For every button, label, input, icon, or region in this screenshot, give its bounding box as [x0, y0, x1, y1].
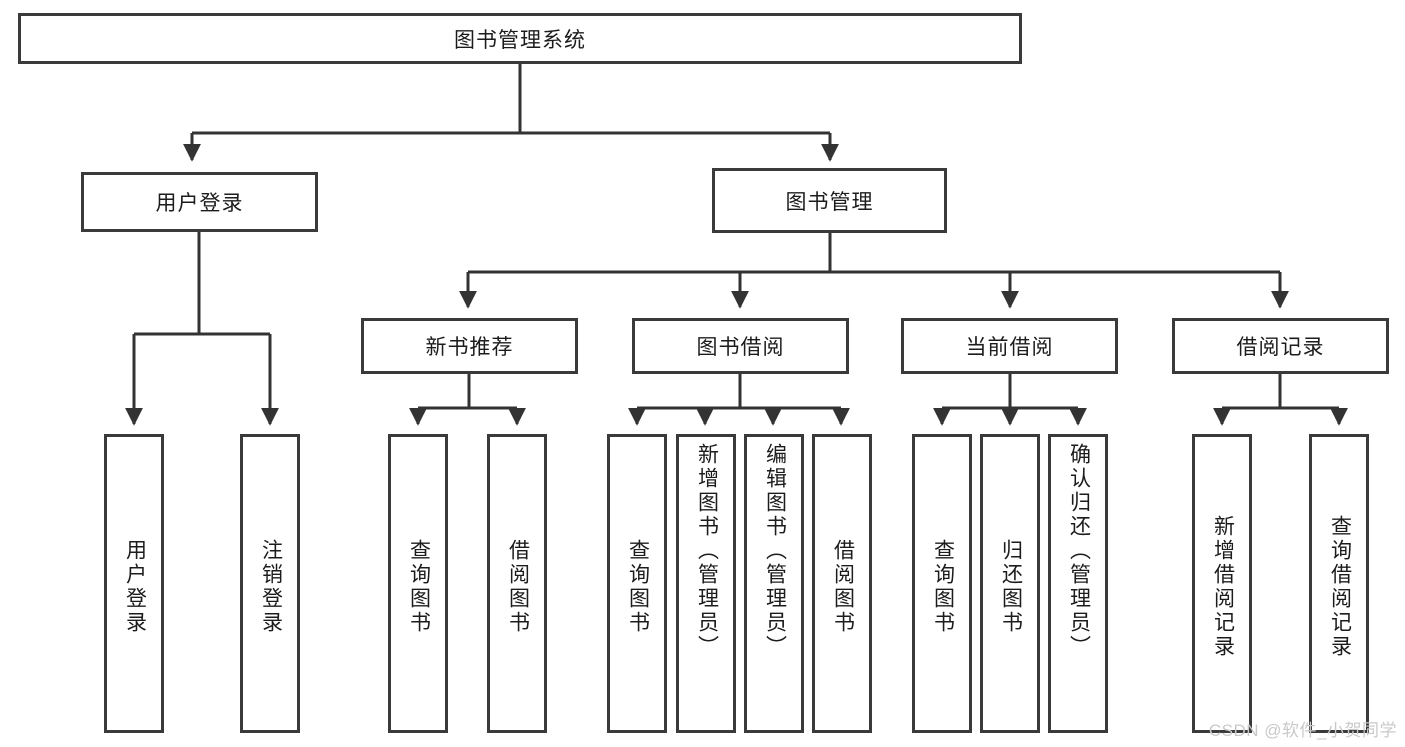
- node-borrow-record-label: 借阅记录: [1236, 336, 1325, 359]
- node-current-borrow-label: 当前借阅: [965, 336, 1054, 359]
- node-root-system-label: 图书管理系统: [454, 28, 586, 52]
- node-current-borrow[interactable]: 当前借阅: [901, 318, 1118, 374]
- node-user-login-label: 用户登录: [155, 192, 244, 215]
- node-borrow-record[interactable]: 借阅记录: [1172, 318, 1389, 374]
- leaf-recommend-borrow-book-label: 借阅图书: [506, 538, 530, 635]
- node-new-book-recommend[interactable]: 新书推荐: [361, 318, 578, 374]
- leaf-borrow-borrow-book-label: 借阅图书: [831, 538, 855, 635]
- leaf-recommend-borrow-book[interactable]: 借阅图书: [487, 434, 547, 733]
- leaf-borrow-edit-book-admin[interactable]: 编辑图书（管理员）: [744, 434, 804, 733]
- leaf-current-return-book-label: 归还图书: [999, 538, 1023, 635]
- leaf-current-confirm-return-admin[interactable]: 确认归还（管理员）: [1048, 434, 1108, 733]
- leaf-user-login[interactable]: 用户登录: [104, 434, 164, 733]
- leaf-borrow-add-book-admin-label: 新增图书（管理员）: [695, 443, 719, 659]
- leaf-borrow-edit-book-admin-label: 编辑图书（管理员）: [763, 443, 787, 659]
- leaf-current-query-book[interactable]: 查询图书: [912, 434, 972, 733]
- leaf-borrow-add-book-admin[interactable]: 新增图书（管理员）: [676, 434, 736, 733]
- node-new-book-recommend-label: 新书推荐: [425, 336, 514, 359]
- leaf-borrow-query-book-label: 查询图书: [626, 538, 650, 635]
- node-book-management-label: 图书管理: [785, 190, 874, 214]
- leaf-borrow-query-book[interactable]: 查询图书: [607, 434, 667, 733]
- node-book-management[interactable]: 图书管理: [712, 168, 947, 233]
- watermark-text: CSDN @软件_小贺同学: [1208, 721, 1397, 740]
- node-book-borrow-label: 图书借阅: [696, 336, 785, 359]
- leaf-recommend-query-book-label: 查询图书: [407, 538, 431, 635]
- leaf-record-add-record[interactable]: 新增借阅记录: [1192, 434, 1252, 733]
- leaf-user-logout[interactable]: 注销登录: [240, 434, 300, 733]
- leaf-record-query-record-label: 查询借阅记录: [1328, 514, 1352, 659]
- leaf-record-query-record[interactable]: 查询借阅记录: [1309, 434, 1369, 733]
- leaf-user-login-label: 用户登录: [123, 538, 147, 635]
- leaf-current-query-book-label: 查询图书: [931, 538, 955, 635]
- leaf-current-return-book[interactable]: 归还图书: [980, 434, 1040, 733]
- node-root-system[interactable]: 图书管理系统: [18, 13, 1022, 64]
- node-user-login[interactable]: 用户登录: [81, 172, 318, 232]
- leaf-borrow-borrow-book[interactable]: 借阅图书: [812, 434, 872, 733]
- leaf-current-confirm-return-admin-label: 确认归还（管理员）: [1067, 443, 1091, 659]
- leaf-user-logout-label: 注销登录: [259, 538, 283, 635]
- leaf-record-add-record-label: 新增借阅记录: [1211, 514, 1235, 659]
- leaf-recommend-query-book[interactable]: 查询图书: [388, 434, 448, 733]
- node-book-borrow[interactable]: 图书借阅: [632, 318, 849, 374]
